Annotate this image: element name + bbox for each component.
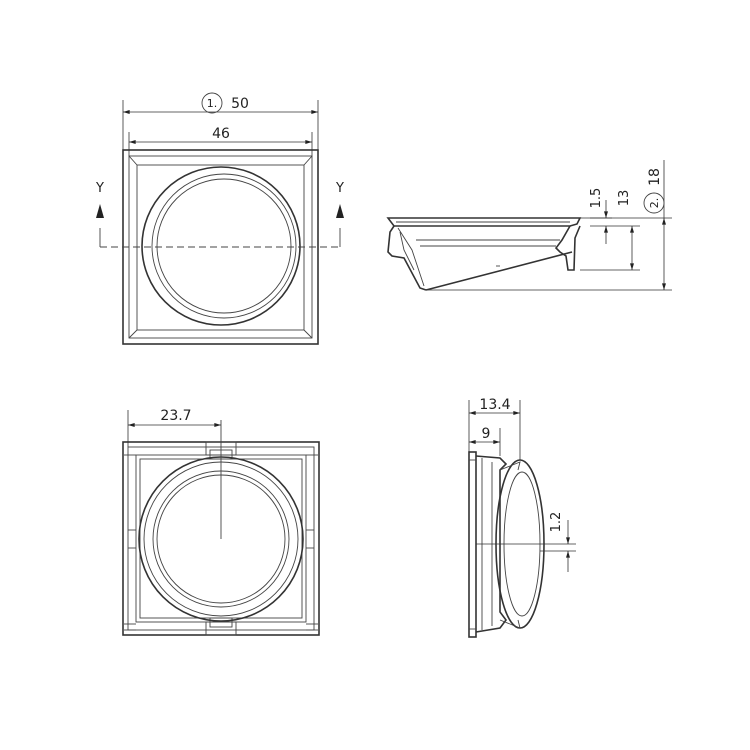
dim-rim-thickness: 1.5 xyxy=(589,188,604,209)
dim-side-flange: 9 xyxy=(482,426,491,442)
section-label-left: Y xyxy=(95,181,104,196)
side-view: 1.2 13.4 9 xyxy=(468,397,576,638)
section-label-right: Y xyxy=(335,181,344,196)
dim-depth: 13 xyxy=(617,190,632,207)
section-arrow-right xyxy=(336,204,344,218)
callout-marker-2: 2. xyxy=(648,198,661,209)
dim-side-depth: 13.4 xyxy=(479,397,510,413)
dim-inner-width: 46 xyxy=(212,126,230,142)
callout-circle-2 xyxy=(643,192,665,214)
section-arrow-left xyxy=(96,204,104,218)
bottom-view: 23.7 xyxy=(122,408,320,636)
callout-circle-1 xyxy=(201,92,223,114)
dim-gap: 1.2 xyxy=(549,512,564,533)
top-view: Y Y 1. 50 46 xyxy=(95,92,344,345)
section-view: 1.5 13 2. 18 xyxy=(386,160,672,291)
dim-outer-width: 50 xyxy=(231,96,249,112)
dim-center-offset: 23.7 xyxy=(160,408,191,424)
dim-total-height: 18 xyxy=(647,168,663,186)
callout-marker-1: 1. xyxy=(207,97,218,110)
